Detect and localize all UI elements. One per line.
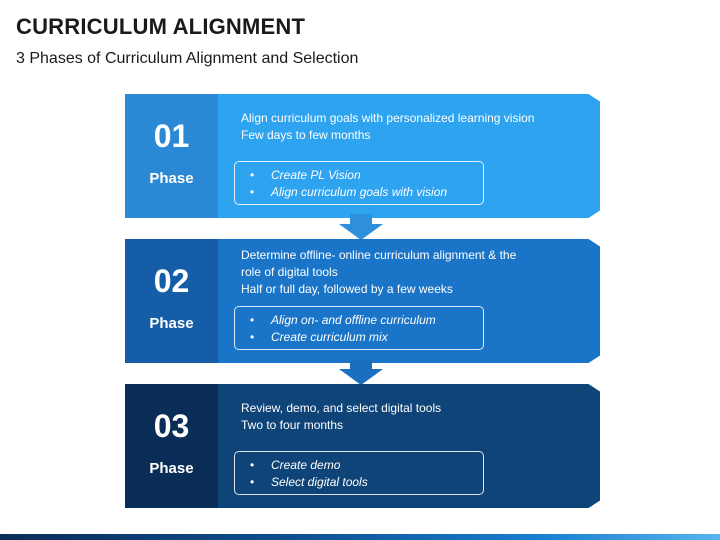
down-arrow-icon [339,359,383,385]
phase-1-description-line: Few days to few months [241,128,371,142]
phase-3-card: 03 Phase Review, demo, and select digita… [125,384,600,508]
phase-3-number-block: 03 Phase [125,384,218,508]
phase-3-description: Review, demo, and select digital tools T… [241,400,581,434]
phase-1-number-block: 01 Phase [125,94,218,218]
phase-3-bullet: Create demo [235,457,483,474]
phase-2-bullet-box: Align on- and offline curriculum Create … [234,306,484,350]
phase-1-number: 01 [153,117,190,154]
phase-3-content: Review, demo, and select digital tools T… [218,384,600,508]
down-arrow-icon [339,214,383,240]
phase-2-number-block: 02 Phase [125,239,218,363]
phase-1-label: Phase [149,169,194,187]
phase-3-bullet: Select digital tools [235,474,483,491]
phase-1-content: Align curriculum goals with personalized… [218,94,600,218]
bottom-accent-bar [0,534,720,540]
page-title: CURRICULUM ALIGNMENT [16,14,306,39]
page-subtitle: 3 Phases of Curriculum Alignment and Sel… [16,50,359,67]
phase-2-description-line: Half or full day, followed by a few week… [241,282,453,296]
phase-3-description-line: Two to four months [241,418,344,432]
phase-1-card: 01 Phase Align curriculum goals with per… [125,94,600,218]
phase-1-description: Align curriculum goals with personalized… [241,110,581,144]
phase-1-description-line: Align curriculum goals with personalized… [241,111,535,125]
phase-1-bullet-box: Create PL Vision Align curriculum goals … [234,161,484,205]
phase-2-card: 02 Phase Determine offline- online curri… [125,239,600,363]
phase-1-bullet: Create PL Vision [235,167,483,184]
phase-2-content: Determine offline- online curriculum ali… [218,239,600,363]
phase-2-bullet: Align on- and offline curriculum [235,312,483,329]
phase-3-description-line: Review, demo, and select digital tools [241,401,442,415]
phase-1-bullet: Align curriculum goals with vision [235,184,483,201]
phase-2-description: Determine offline- online curriculum ali… [241,247,581,298]
phase-3-bullet-box: Create demo Select digital tools [234,451,484,495]
phase-3-label: Phase [149,459,194,477]
phase-2-label: Phase [149,314,194,332]
phase-3-number: 03 [153,407,190,444]
phase-2-number: 02 [153,262,190,299]
phase-2-description-line: Determine offline- online curriculum ali… [241,248,517,262]
phase-2-bullet: Create curriculum mix [235,329,483,346]
phase-2-description-line: role of digital tools [241,265,338,279]
